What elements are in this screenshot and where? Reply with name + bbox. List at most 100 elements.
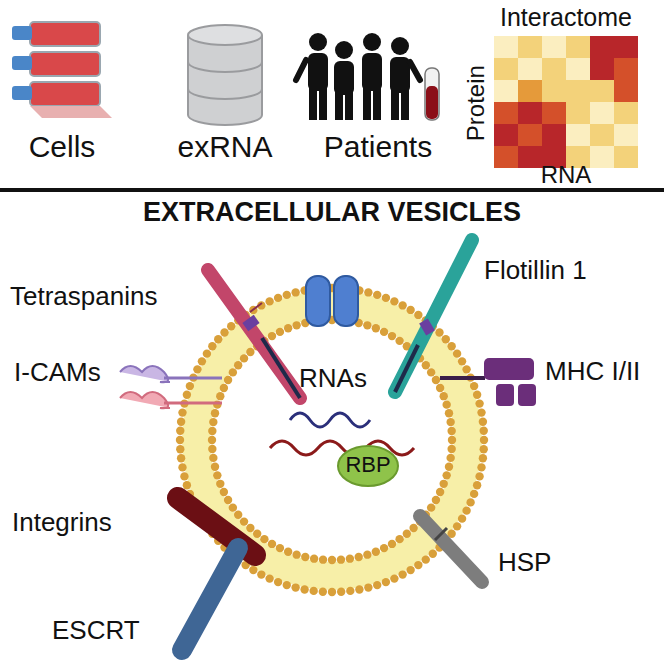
lipid-head xyxy=(466,498,474,506)
heatmap-cell xyxy=(566,80,590,102)
lipid-head xyxy=(268,540,276,548)
lipid-head xyxy=(440,480,448,488)
lipid-head xyxy=(448,436,456,444)
lipid-head xyxy=(224,376,232,384)
lipid-head xyxy=(382,578,390,586)
patients-icon xyxy=(296,33,420,120)
lipid-head xyxy=(479,454,487,462)
lipid-head xyxy=(268,332,276,340)
lipid-head xyxy=(274,294,282,302)
lipid-head xyxy=(220,384,228,392)
heatmap-cell xyxy=(614,80,638,102)
lipid-head xyxy=(337,555,345,563)
lipid-head xyxy=(186,382,194,390)
lipid-head xyxy=(177,417,185,425)
part-label: MHC I/II xyxy=(545,357,640,386)
lipid-head xyxy=(180,472,188,480)
part-label: Patients xyxy=(324,130,432,163)
part-label: RNAs xyxy=(299,364,367,393)
heatmap-cell xyxy=(518,80,542,102)
lipid-head xyxy=(208,427,216,435)
part-label: Protein xyxy=(463,65,489,141)
part-label: I-CAMs xyxy=(14,358,101,387)
lipid-head xyxy=(480,445,488,453)
part-label: Cells xyxy=(29,130,96,163)
lipid-head xyxy=(373,291,381,299)
lipid-head xyxy=(193,365,201,373)
lipid-head xyxy=(300,585,308,593)
heatmap-cell xyxy=(590,124,614,146)
heatmap-cell xyxy=(566,58,590,80)
lipid-head xyxy=(447,342,455,350)
heatmap-cell xyxy=(542,36,566,58)
lipid-head xyxy=(257,570,265,578)
lipid-head xyxy=(249,566,257,574)
lipid-head xyxy=(337,588,345,596)
lipid-head xyxy=(429,550,437,558)
heatmap-cell xyxy=(566,124,590,146)
rbp-blob xyxy=(338,446,398,486)
heatmap-cell xyxy=(518,102,542,124)
lipid-head xyxy=(445,463,453,471)
lipid-head xyxy=(458,357,466,365)
lipid-head xyxy=(220,488,228,496)
lipid-head xyxy=(229,503,237,511)
heatmap-cell xyxy=(542,102,566,124)
heatmap-cell xyxy=(494,102,518,124)
lipid-head xyxy=(480,427,488,435)
part-label: Tetraspanins xyxy=(10,282,157,311)
part-label: HSP xyxy=(498,548,551,577)
blood-tube xyxy=(425,68,439,120)
lipid-head xyxy=(260,535,268,543)
lipid-head xyxy=(208,342,216,350)
lipid-head xyxy=(373,581,381,589)
lipid-head xyxy=(209,418,217,426)
lipid-head xyxy=(246,524,254,532)
lipid-head xyxy=(292,321,300,329)
lipid-head xyxy=(380,544,388,552)
lipid-head xyxy=(432,376,440,384)
heatmap-cell xyxy=(494,58,518,80)
lipid-head xyxy=(283,291,291,299)
lipid-head xyxy=(453,349,461,357)
lipid-head xyxy=(240,517,248,525)
hsp-protein xyxy=(420,516,482,582)
lipid-head xyxy=(436,488,444,496)
part-label: RBP xyxy=(345,453,390,477)
part-label: ESCRT xyxy=(52,616,140,645)
lipid-head xyxy=(475,399,483,407)
lipid-head xyxy=(253,530,261,538)
lipid-head xyxy=(178,463,186,471)
lipid-head xyxy=(442,400,450,408)
lipid-head xyxy=(414,311,422,319)
lipid-head xyxy=(414,561,422,569)
lipid-head xyxy=(427,503,435,511)
part-label: Integrins xyxy=(12,508,112,537)
heatmap-cell xyxy=(590,146,614,168)
escrt-protein xyxy=(182,548,238,650)
lipid-head xyxy=(234,361,242,369)
lipid-head xyxy=(458,514,466,522)
lipid-head xyxy=(319,555,327,563)
lipid-head xyxy=(427,368,435,376)
lipid-head xyxy=(355,553,363,561)
heatmap-cell xyxy=(494,146,518,168)
lipid-head xyxy=(176,436,184,444)
part-label: exRNA xyxy=(177,130,272,163)
part-label: RNA xyxy=(541,162,592,188)
database-icon xyxy=(188,25,262,125)
lipid-head xyxy=(183,391,191,399)
lipid-head xyxy=(310,554,318,562)
lipid-head xyxy=(462,365,470,373)
lipid-head xyxy=(470,490,478,498)
channel-protein xyxy=(306,276,358,326)
lipid-head xyxy=(406,306,414,314)
heatmap-cell xyxy=(566,102,590,124)
lipid-head xyxy=(440,392,448,400)
lipid-head xyxy=(446,418,454,426)
lipid-head xyxy=(388,332,396,340)
rna-strands xyxy=(270,413,414,455)
lipid-head xyxy=(403,530,411,538)
lipid-head xyxy=(346,554,354,562)
heatmap-cell xyxy=(614,102,638,124)
